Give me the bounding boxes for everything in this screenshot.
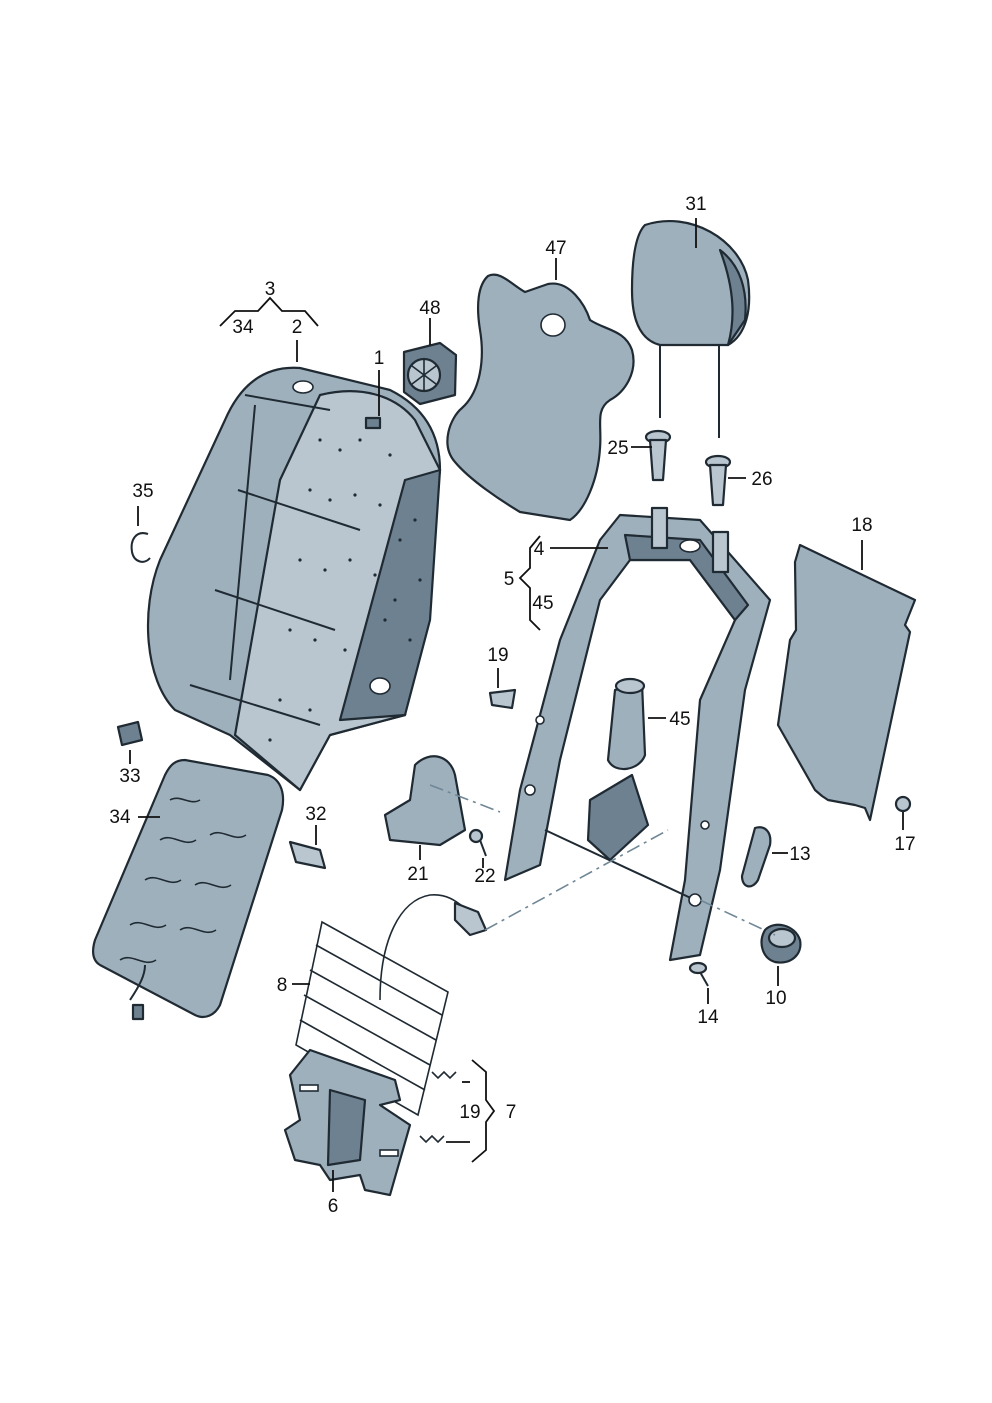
part-back-panel (776, 543, 917, 822)
part-backrest-frame (503, 506, 772, 962)
callout-47: 47 (545, 238, 566, 259)
callout-7: 7 (506, 1102, 517, 1123)
callout-19-springs: 19 (459, 1102, 480, 1123)
axis-lines (429, 784, 776, 936)
part-wire-mat (295, 894, 488, 1117)
callout-34-cover: 34 (232, 317, 254, 338)
callout-4: 4 (534, 539, 545, 560)
part-nut-17 (894, 795, 912, 813)
part-side-trim (383, 755, 467, 847)
callout-14: 14 (697, 1007, 719, 1028)
callout-labels: 3 34 2 1 48 47 31 25 26 35 4 5 45 18 19 … (109, 194, 915, 1217)
callout-13: 13 (789, 844, 810, 865)
callout-48: 48 (419, 298, 440, 319)
part-screw-22 (468, 828, 487, 857)
part-padding-47 (446, 273, 635, 522)
part-lever-13 (740, 826, 772, 888)
callout-18: 18 (851, 515, 872, 536)
callout-10: 10 (765, 988, 786, 1009)
callout-6: 6 (328, 1196, 339, 1217)
part-heating-mat (92, 758, 285, 1021)
callout-26: 26 (751, 469, 772, 490)
part-clip-33 (116, 720, 144, 747)
callout-25: 25 (607, 438, 628, 459)
part-knob-10 (760, 923, 802, 964)
part-guide-25 (644, 429, 672, 482)
part-motor (586, 677, 650, 862)
part-backrest-cover (146, 366, 442, 792)
callout-34-mat: 34 (109, 807, 131, 828)
part-clip-35 (130, 532, 151, 563)
part-springs (419, 1070, 457, 1144)
callout-33: 33 (119, 766, 140, 787)
callout-3: 3 (265, 279, 276, 300)
leader-lines (129, 218, 904, 1192)
part-guide-26 (704, 454, 732, 507)
part-connector (288, 840, 327, 870)
part-screw-14 (688, 961, 709, 987)
part-fan (402, 341, 458, 406)
callout-21: 21 (407, 864, 428, 885)
callout-22: 22 (474, 866, 495, 887)
callout-8: 8 (277, 975, 288, 996)
callout-2: 2 (292, 317, 303, 338)
part-headrest (630, 220, 751, 438)
callout-17: 17 (894, 834, 915, 855)
callout-5: 5 (504, 569, 515, 590)
callout-31: 31 (685, 194, 706, 215)
callout-1: 1 (374, 348, 385, 369)
callout-32: 32 (305, 804, 326, 825)
callout-45-motor: 45 (669, 709, 690, 730)
part-clip-19 (488, 688, 517, 710)
part-lumbar-plate (283, 1048, 412, 1197)
callout-35: 35 (132, 481, 153, 502)
callout-19-clip: 19 (487, 645, 508, 666)
callout-45-group: 45 (532, 593, 553, 614)
